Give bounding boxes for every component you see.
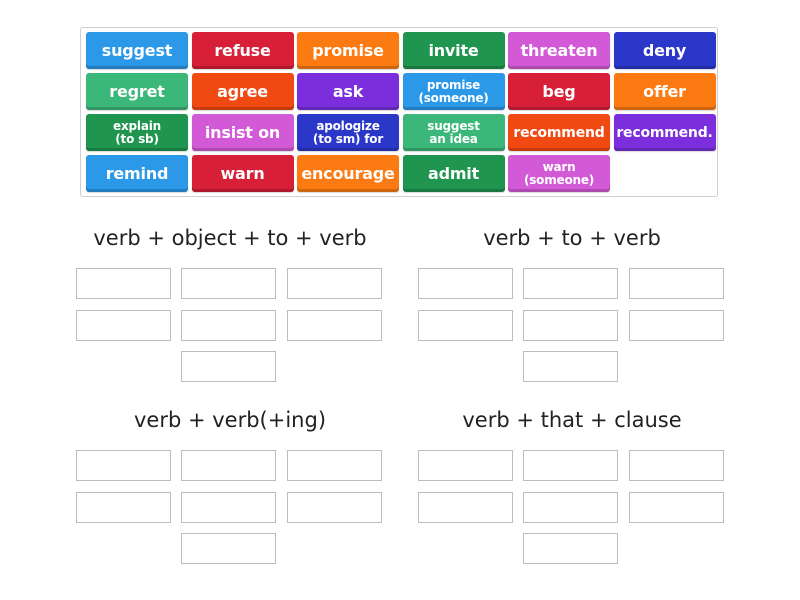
drop-slot[interactable] — [629, 492, 724, 523]
drop-slot[interactable] — [76, 310, 171, 341]
drop-slot[interactable] — [181, 351, 276, 382]
word-tile[interactable]: admit — [402, 155, 505, 192]
category-heading: verb + to + verb — [483, 226, 661, 250]
category-heading: verb + object + to + verb — [93, 226, 367, 250]
word-tile[interactable]: warn — [191, 155, 294, 192]
drop-slot[interactable] — [523, 450, 618, 481]
word-tile[interactable]: apologize (to sm) for — [297, 114, 399, 151]
word-tile[interactable]: suggest — [86, 32, 188, 69]
drop-slot[interactable] — [418, 450, 513, 481]
word-tile[interactable]: deny — [613, 32, 716, 69]
drop-slot[interactable] — [287, 492, 382, 523]
drop-slot[interactable] — [629, 450, 724, 481]
category-heading: verb + that + clause — [462, 408, 682, 432]
word-tile[interactable]: promise — [297, 32, 399, 69]
word-tile[interactable]: suggest an idea — [402, 114, 505, 151]
drop-slot[interactable] — [418, 492, 513, 523]
drop-slot[interactable] — [418, 268, 513, 299]
word-tile[interactable]: remind — [86, 155, 188, 192]
drop-slot[interactable] — [181, 450, 276, 481]
drop-slot[interactable] — [523, 351, 618, 382]
drop-slot[interactable] — [76, 450, 171, 481]
word-tile[interactable]: agree — [191, 73, 294, 110]
drop-slot[interactable] — [523, 268, 618, 299]
drop-slot[interactable] — [287, 268, 382, 299]
drop-slot[interactable] — [287, 450, 382, 481]
drop-slot[interactable] — [181, 310, 276, 341]
drop-slot[interactable] — [629, 310, 724, 341]
drop-slot[interactable] — [181, 492, 276, 523]
word-tile[interactable]: threaten — [508, 32, 610, 69]
drop-slot[interactable] — [523, 310, 618, 341]
drop-slot[interactable] — [523, 533, 618, 564]
word-tile[interactable]: explain (to sb) — [86, 114, 188, 151]
word-tile[interactable]: regret — [86, 73, 188, 110]
word-tile[interactable]: ask — [297, 73, 399, 110]
word-tile[interactable]: recommend — [508, 114, 610, 151]
word-tile[interactable]: refuse — [191, 32, 294, 69]
drop-slot[interactable] — [287, 310, 382, 341]
drop-slot[interactable] — [181, 533, 276, 564]
word-tile[interactable]: offer — [613, 73, 716, 110]
word-tile[interactable]: beg — [508, 73, 610, 110]
category-heading: verb + verb(+ing) — [133, 408, 327, 432]
drop-slot[interactable] — [76, 268, 171, 299]
word-tile[interactable]: recommend. — [613, 114, 716, 151]
word-tile[interactable]: promise (someone) — [402, 73, 505, 110]
word-tile[interactable]: invite — [402, 32, 505, 69]
drop-slot[interactable] — [629, 268, 724, 299]
drop-slot[interactable] — [76, 492, 171, 523]
drop-slot[interactable] — [418, 310, 513, 341]
word-tile[interactable]: insist on — [191, 114, 294, 151]
word-tile[interactable]: encourage — [297, 155, 399, 192]
drop-slot[interactable] — [523, 492, 618, 523]
drop-slot[interactable] — [181, 268, 276, 299]
word-tile[interactable]: warn (someone) — [508, 155, 610, 192]
